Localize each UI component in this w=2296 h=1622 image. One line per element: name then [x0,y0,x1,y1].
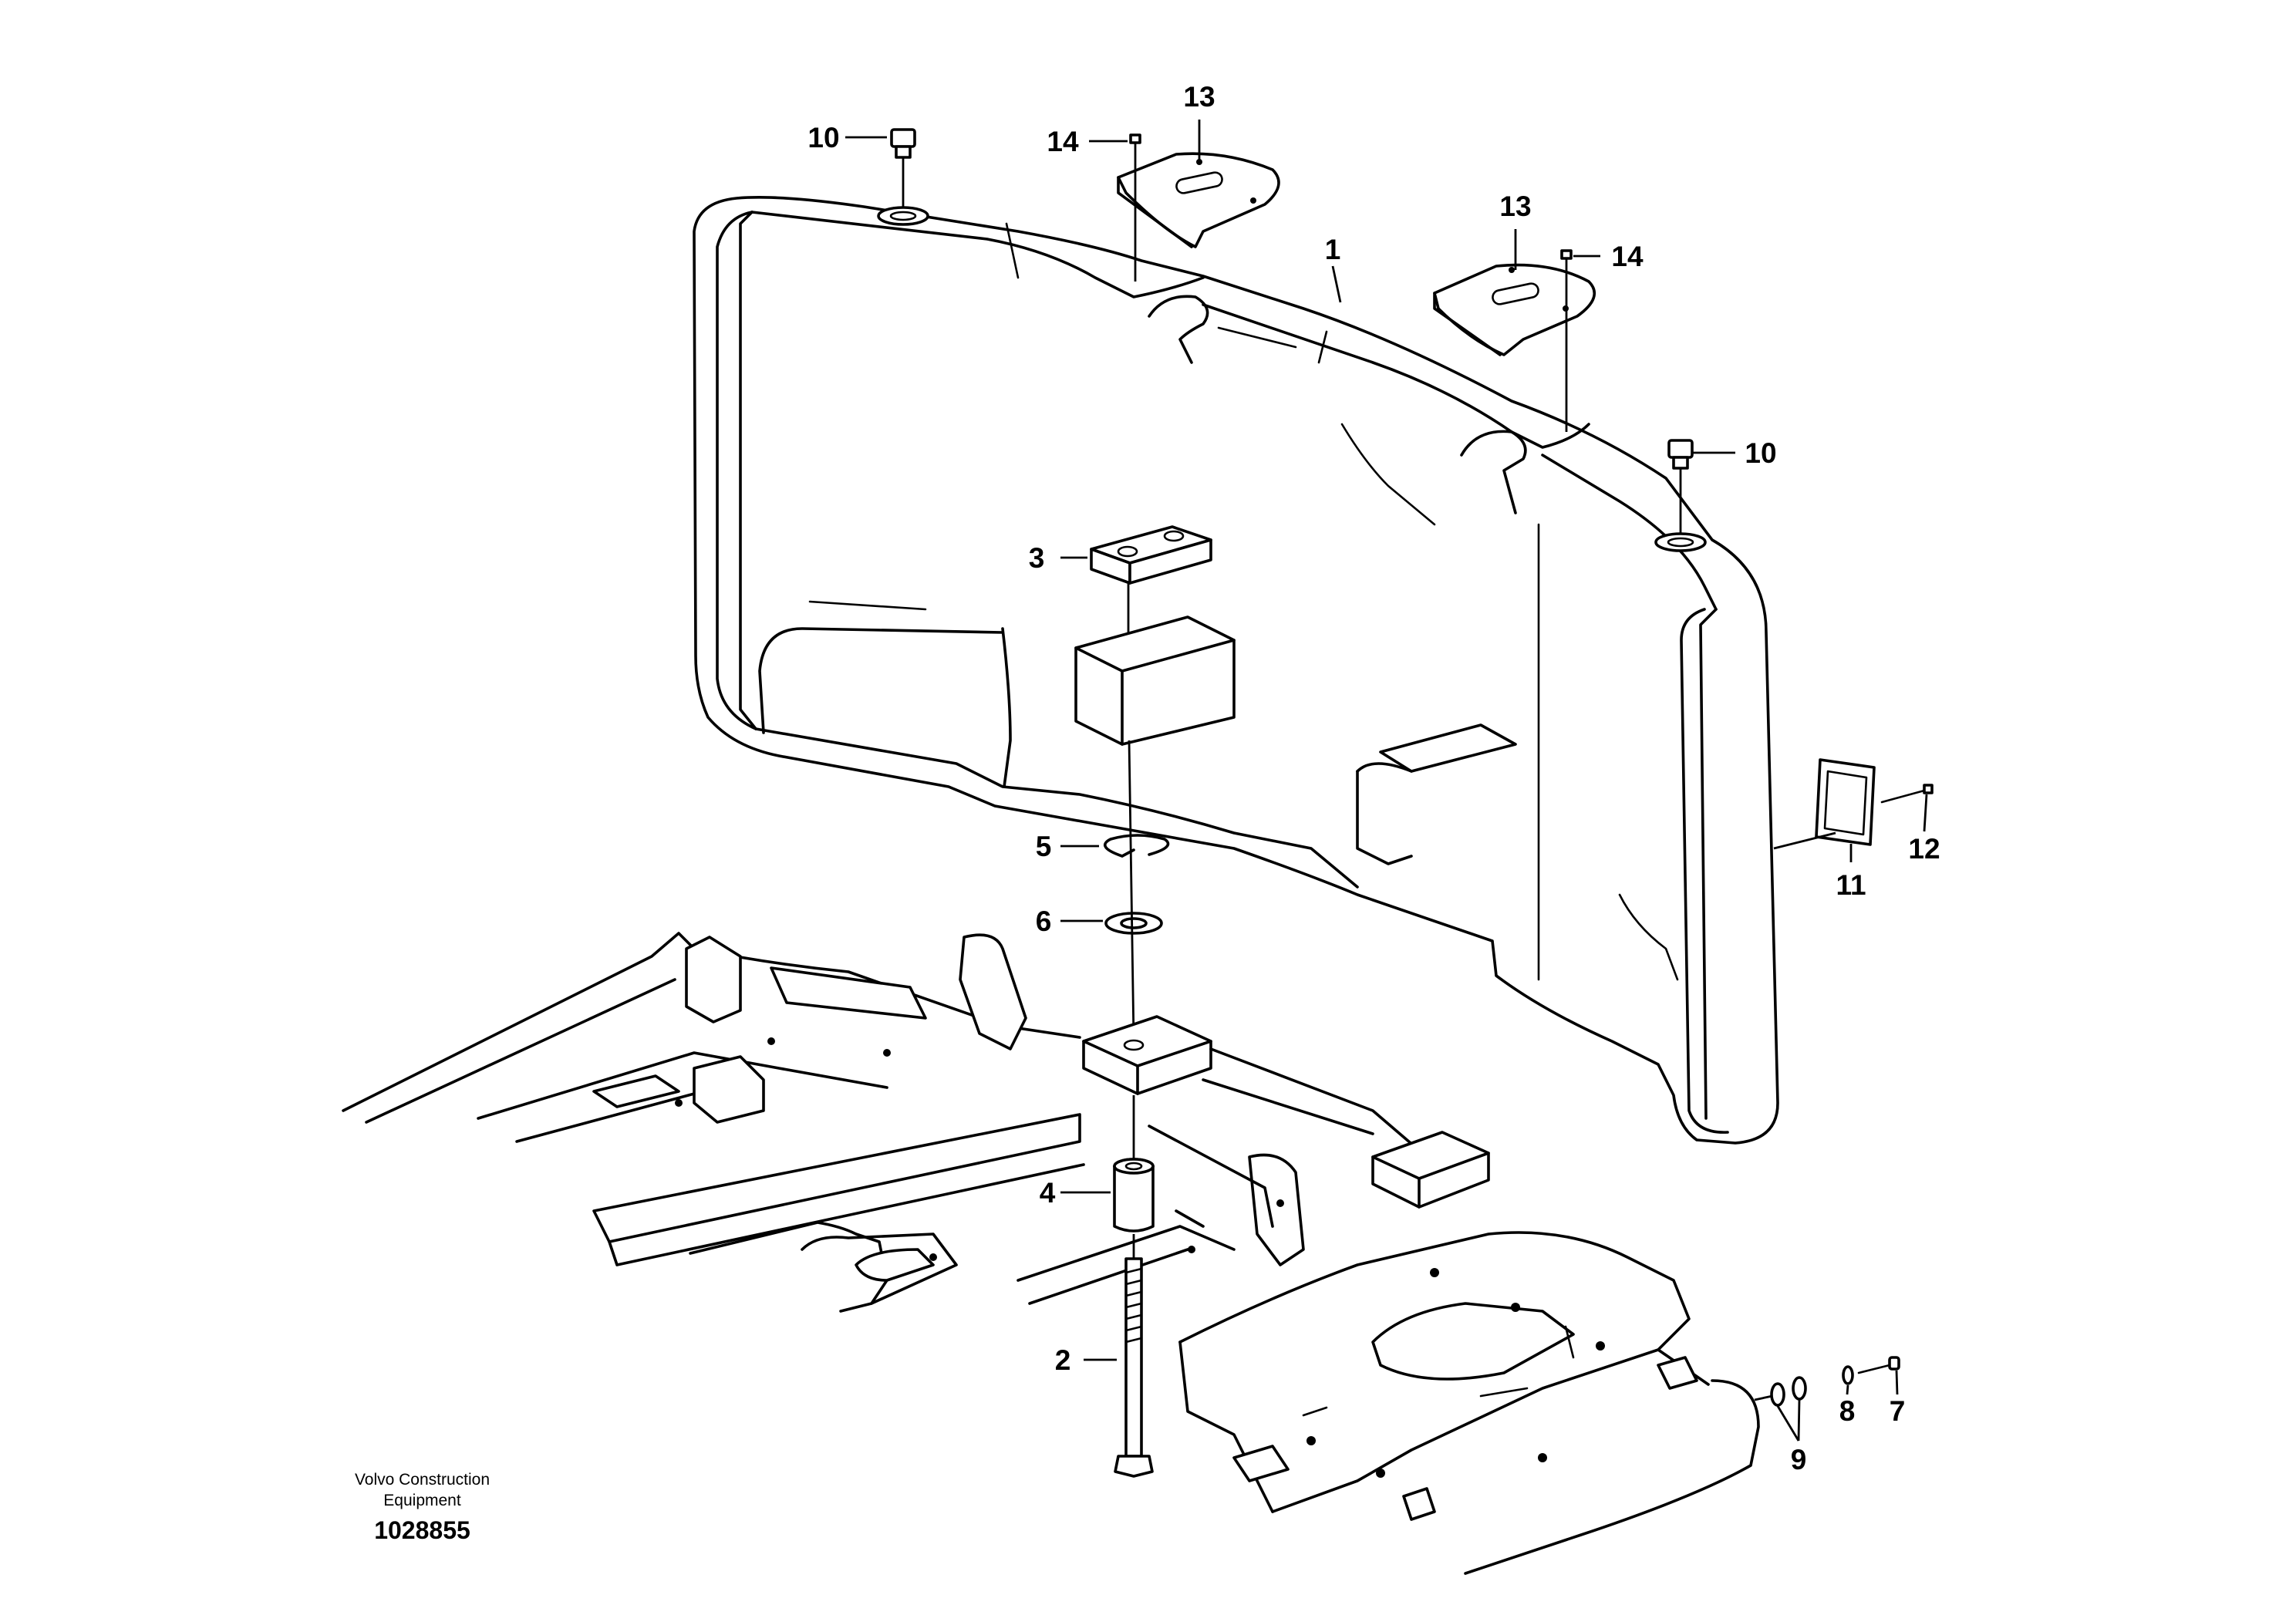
bolt-2 [1114,1257,1154,1478]
callout-9: 9 [1791,1444,1807,1475]
screw-14-right [1560,249,1573,432]
manufacturer-line-2: Equipment [383,1492,461,1509]
callout-7: 7 [1890,1395,1906,1427]
callout-14-left: 14 [1047,126,1079,157]
callout-13-right: 13 [1499,191,1531,222]
spring-washer-5 [1103,834,1170,858]
callout-3: 3 [1029,542,1045,574]
manufacturer-label: Volvo Construction Equipment [305,1469,540,1511]
plug-10-right [1654,439,1707,552]
counterweight [693,196,1779,1145]
callout-labels: 1 2 3 4 5 6 7 8 9 10 10 11 12 13 13 14 1… [807,81,1940,1475]
callout-leaders [845,120,1928,1442]
document-number: 1028855 [374,1516,470,1544]
callout-5: 5 [1036,831,1052,862]
callout-11: 11 [1836,869,1866,901]
callout-14-right: 14 [1611,241,1644,272]
callout-6: 6 [1036,905,1052,937]
cover-plate-13-right [1433,263,1596,356]
bushing-4 [1113,1158,1155,1233]
screw-12 [1880,784,1934,804]
screw-14-left [1129,133,1141,282]
assembly-axis-upper [1128,740,1135,1042]
pad-3 [1090,525,1212,632]
washers-9 [1754,1376,1807,1407]
callout-10-right: 10 [1745,437,1776,469]
manufacturer-line-1: Volvo Construction [354,1471,491,1489]
callout-10-left: 10 [807,122,839,153]
upper-frame [342,932,1760,1575]
callout-2: 2 [1055,1344,1071,1376]
callout-1: 1 [1325,234,1341,265]
reflector-11 [1773,758,1876,850]
callout-8: 8 [1839,1395,1856,1427]
bolt-7 [1857,1356,1900,1374]
callout-4: 4 [1040,1177,1056,1209]
washer-6 [1104,912,1163,935]
plug-10-left [877,128,929,226]
cover-plate-13-left [1117,152,1280,248]
callout-13-left: 13 [1183,81,1215,113]
callout-12: 12 [1908,833,1940,865]
washer-8 [1842,1365,1854,1385]
